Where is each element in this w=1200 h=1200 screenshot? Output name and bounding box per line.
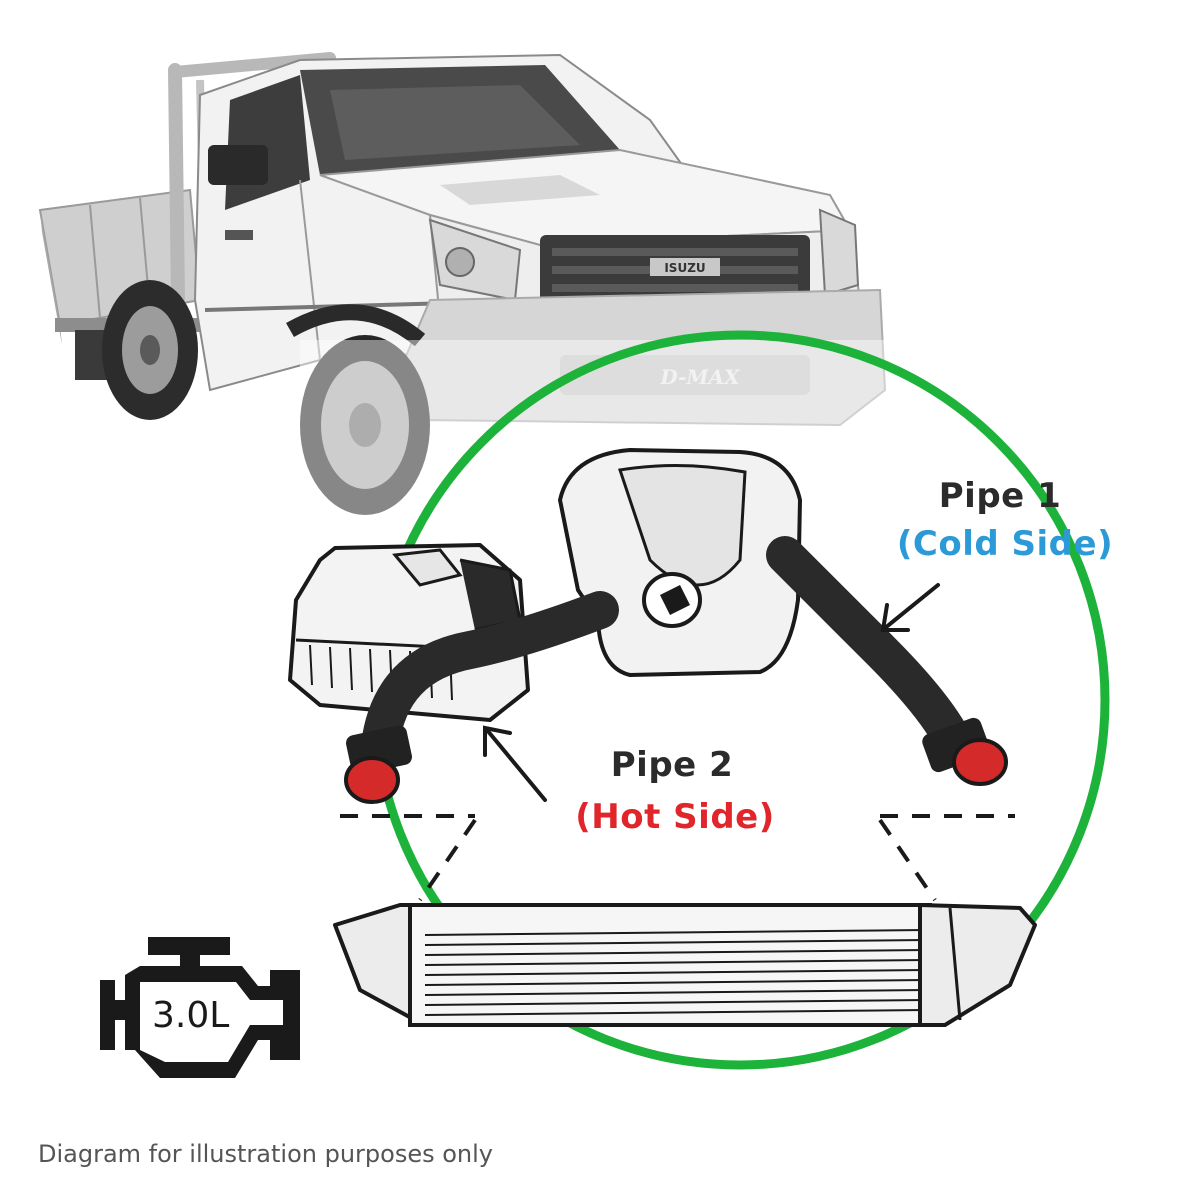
- dashed-connectors: [340, 814, 1015, 902]
- airbox-illustration: [288, 543, 530, 722]
- pipe-1-cold-side: [766, 536, 1008, 786]
- pipe-2-hot-side: [344, 591, 619, 804]
- pipe-1-title: Pipe 1: [938, 476, 1062, 516]
- engine-icon: [100, 937, 300, 1078]
- pipe-1-arrow: [880, 583, 940, 632]
- engine-cover-illustration: [558, 448, 802, 677]
- intercooler-illustration: [333, 903, 1037, 1027]
- truck-bumper: D-MAX: [398, 288, 887, 427]
- pipe-2-arrow: [483, 725, 547, 802]
- model-badge: D-MAX: [659, 365, 741, 389]
- pipe-2-side-label: (Hot Side): [575, 797, 775, 837]
- pipe-2-outlet: [344, 756, 400, 804]
- rear-wheel: [102, 280, 198, 420]
- pipe-1-side-label: (Cold Side): [896, 524, 1114, 564]
- pipe-2-title: Pipe 2: [610, 745, 734, 785]
- pipe-1-outlet: [952, 738, 1008, 786]
- front-wheel: [286, 304, 430, 515]
- grille-badge: ISUZU: [664, 261, 705, 275]
- engine-displacement: 3.0L: [152, 995, 230, 1036]
- disclaimer-text: Diagram for illustration purposes only: [38, 1140, 494, 1168]
- truck-illustration: ISUZU D-MAX: [38, 52, 887, 515]
